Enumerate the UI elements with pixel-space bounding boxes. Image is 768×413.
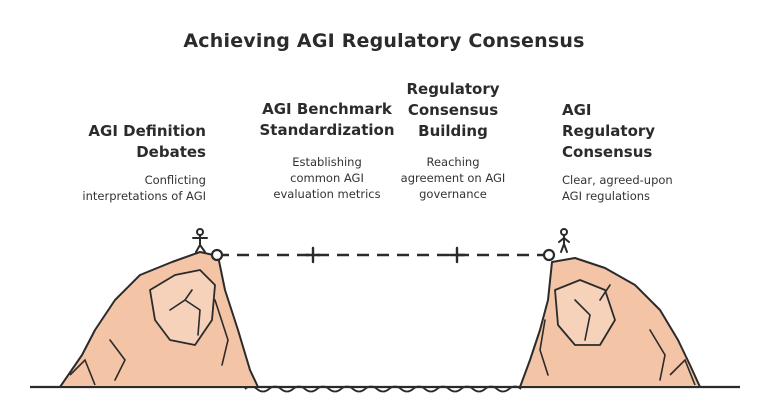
stage-3-description: Reaching agreement on AGI governance [400,155,506,201]
start-node [210,248,224,262]
stage-2-title: AGI Benchmark Standardization [259,100,395,139]
path-marker-1 [304,246,322,264]
stage-4-description: Clear, agreed-upon AGI regulations [562,173,673,203]
stage-1-title: AGI Definition Debates [88,122,206,161]
person-goal-icon [558,228,570,253]
stage-2-description: Establishing common AGI evaluation metri… [273,155,381,201]
end-node [542,248,556,262]
stage-4-title: AGI Regulatory Consensus [562,101,656,161]
left-cliff [59,251,259,388]
person-start-icon [192,228,208,253]
diagram-title: Achieving AGI Regulatory Consensus [183,30,585,52]
stage-1-description: Conflicting interpretations of AGI [82,173,206,203]
water-waves [244,385,522,393]
stage-3-title: Regulatory Consensus Building [406,80,500,140]
right-cliff [519,257,701,388]
path-marker-2 [448,246,466,264]
